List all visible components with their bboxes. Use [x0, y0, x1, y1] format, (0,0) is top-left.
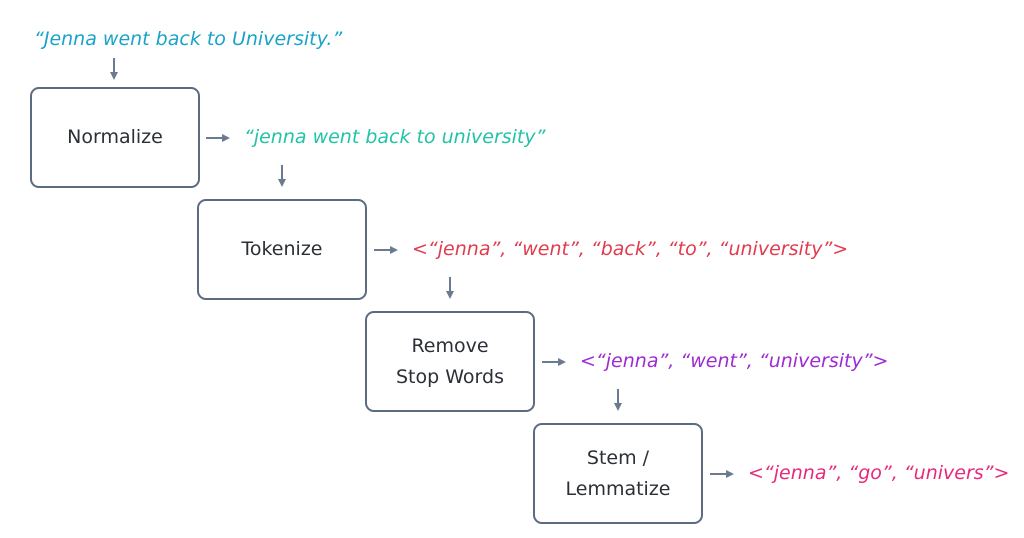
- remove-stop-words-label-line-2: Stop Words: [396, 365, 504, 388]
- tokenize-box: Tokenize: [197, 199, 367, 300]
- normalize-label: Normalize: [67, 126, 163, 148]
- tokenize-output: <“jenna”, “went”, “back”, “to”, “univers…: [412, 238, 849, 260]
- stem-lemmatize-label-line-1: Stem /: [586, 446, 650, 469]
- normalize-output: “jenna went back to university”: [244, 126, 546, 148]
- stem-lemmatize-box: Stem / Lemmatize: [533, 423, 703, 524]
- remove-stop-words-label-line-1: Remove: [411, 334, 489, 357]
- input-sentence: “Jenna went back to University.”: [34, 28, 343, 50]
- normalize-box: Normalize: [30, 87, 200, 188]
- remove-stop-words-box: Remove Stop Words: [365, 311, 535, 412]
- remove-stop-words-output: <“jenna”, “went”, “university”>: [580, 350, 889, 372]
- tokenize-label: Tokenize: [241, 238, 323, 260]
- stem-lemmatize-output: <“jenna”, “go”, “univers”>: [748, 462, 1010, 484]
- stem-lemmatize-label-line-2: Lemmatize: [565, 477, 671, 500]
